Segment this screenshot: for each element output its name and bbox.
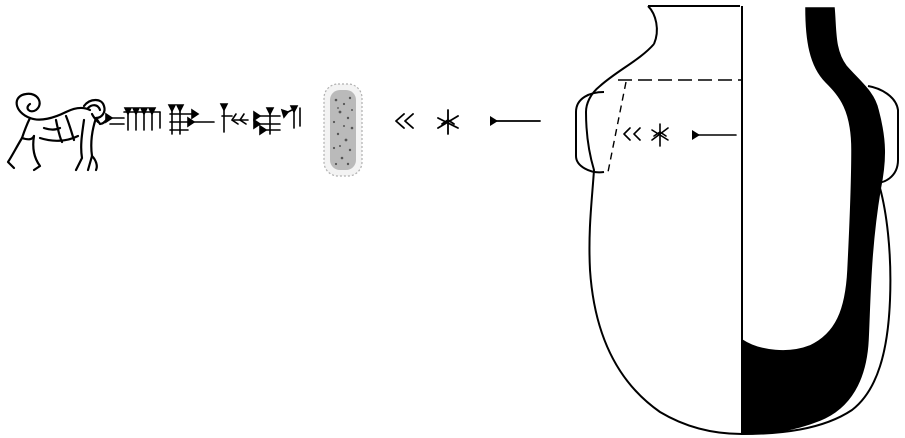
cuneiform-signs: [395, 109, 541, 135]
jar-profile: [575, 5, 899, 435]
cuneiform-sign: [253, 105, 301, 136]
cuneiform-sign: [105, 107, 161, 131]
jar-cuneiform-signs: [623, 123, 737, 147]
cuneiform-sign: [219, 103, 249, 133]
cuneiform-inscription: [105, 103, 301, 136]
seal-impression: [323, 83, 363, 177]
cuneiform-sign: [167, 104, 215, 135]
lion-figure-icon: [6, 92, 110, 172]
